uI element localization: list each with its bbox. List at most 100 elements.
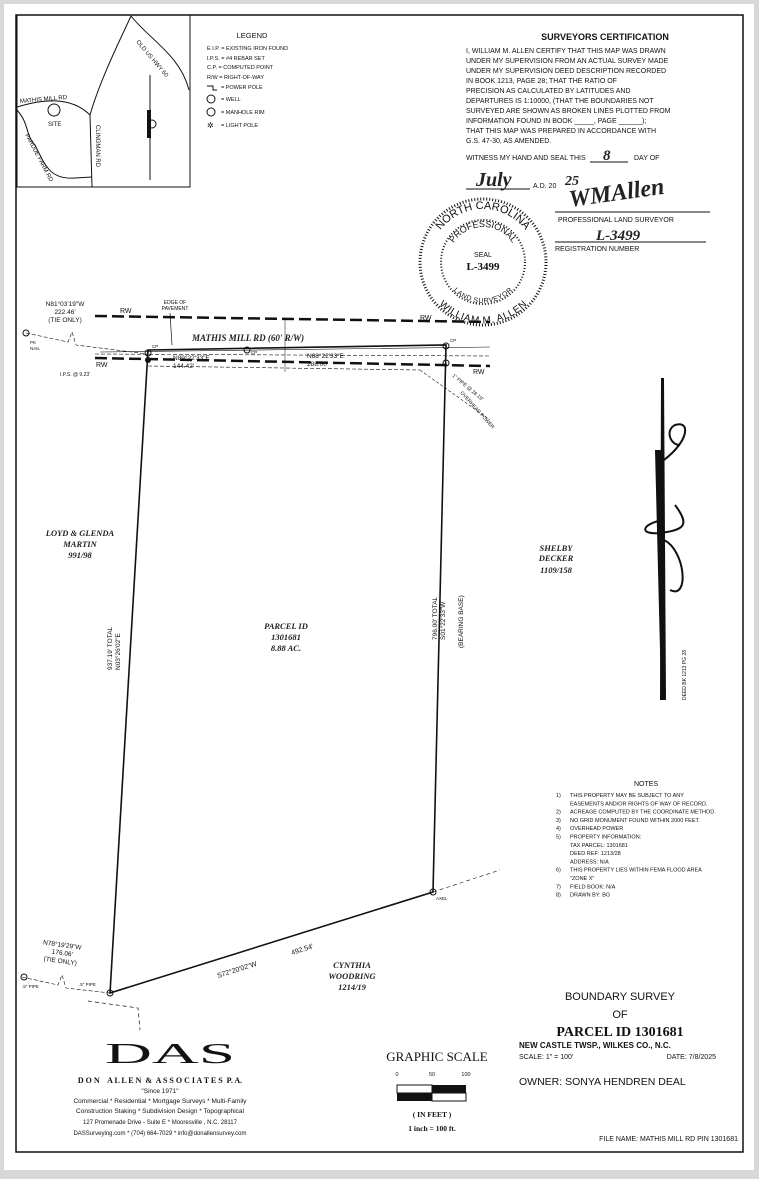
legend-item: = MANHOLE RIM [221, 110, 265, 116]
cert-line: UNDER MY SUPERVISION DEED DESCRIPTION RE… [466, 68, 666, 75]
note-number: 3) [556, 818, 561, 824]
scale-tick: 0 [395, 1072, 398, 1078]
tie-bearing: N81°03'19"W [46, 300, 86, 308]
note-text: ADDRESS: N/A [570, 859, 609, 865]
note-number: 6) [556, 868, 561, 874]
note-text: TAX PARCEL: 1301681 [570, 843, 628, 849]
distance-label: 144.42' [173, 363, 194, 370]
axel-label: AXEL [436, 896, 448, 901]
note-text: "ZONE X" [570, 876, 594, 882]
registration-value: L-3499 [595, 228, 641, 244]
title-date: DATE: 7/8/2025 [667, 1054, 716, 1061]
scale-tick: 100 [461, 1072, 470, 1078]
scale-units: ( IN FEET ) [413, 1110, 452, 1119]
legend: LEGEND E.I.P. = EXISTING IRON FOUND I.P.… [206, 31, 288, 130]
legend-item: C.P. = COMPUTED POINT [207, 65, 274, 71]
adjoiner-deed: 991/98 [68, 550, 92, 560]
road-label: CLINGMAN RD [94, 125, 100, 168]
note-number: 8) [556, 893, 561, 899]
bearing-label: N03°26'02"E [114, 632, 122, 670]
note-text: PROPERTY INFORMATION: [570, 835, 642, 841]
company-since: "Since 1971" [141, 1088, 179, 1095]
pipe-label: .5" PIPE [79, 982, 96, 987]
site-label: SITE [48, 122, 61, 128]
rw-label: RW [420, 315, 432, 322]
cert-line: I, WILLIAM M. ALLEN CERTIFY THAT THIS MA… [466, 48, 666, 55]
parcel-id: 1301681 [271, 632, 301, 642]
bearing-label: N88°22'33"E [307, 352, 345, 360]
scale-tick: 50 [429, 1072, 435, 1078]
title-block: BOUNDARY SURVEY OF PARCEL ID 1301681 NEW… [519, 991, 738, 1143]
edge-of-pavement-label: EDGE OF [164, 300, 187, 306]
company-logo: DAS [105, 1039, 235, 1070]
company-services: Construction Staking * Subdivision Desig… [76, 1108, 244, 1115]
day-value: 8 [603, 148, 611, 164]
note-number: 5) [556, 835, 561, 841]
cp-label: CP [251, 350, 257, 355]
distance-label: 288.00' [307, 361, 328, 368]
right-of-way-line [94, 314, 491, 324]
note-text: DEED REF: 1213/28 [570, 851, 621, 857]
adjoiner-owner: LOYD & GLENDA [45, 528, 115, 538]
adjoiner-owner: CYNTHIA [333, 960, 371, 970]
file-name: FILE NAME: MATHIS MILL RD PIN 1301681 [599, 1136, 738, 1143]
title-line: BOUNDARY SURVEY [565, 991, 676, 1003]
notes: NOTES 1)THIS PROPERTY MAY BE SUBJECT TO … [556, 781, 716, 899]
note-number: 4) [556, 826, 561, 832]
bearing-base-label: (BEARING BASE) [458, 595, 465, 648]
legend-item: = LIGHT POLE [221, 123, 258, 129]
pipe-label: .5" PIPE [22, 984, 39, 989]
cert-line: THAT THIS MAP WAS PREPARED IN ACCORDANCE… [466, 128, 656, 135]
note-number: 7) [556, 884, 561, 890]
north-arrow-icon: DEED BK 1213 PG 28 [644, 378, 688, 700]
well-icon [206, 94, 216, 104]
site-marker-icon [47, 103, 61, 117]
ips-label: I.P.S. @ 9.23' [60, 372, 90, 378]
tie-note: (TIE ONLY) [43, 956, 77, 968]
registration-label: REGISTRATION NUMBER [555, 246, 639, 253]
rw-label: RW [473, 369, 485, 376]
certification-title: SURVEYORS CERTIFICATION [541, 32, 669, 42]
manhole-icon [206, 107, 216, 117]
note-number: 2) [556, 810, 561, 816]
witness-text: WITNESS MY HAND AND SEAL THIS [466, 155, 586, 162]
company-block: DAS D O N A L L E N & A S S O C I A T E … [73, 1039, 247, 1137]
parcel-acreage: 8.88 AC. [271, 643, 301, 653]
pavement-pointer [169, 312, 173, 346]
adjoiner-deed: 1214/19 [338, 982, 367, 992]
graphic-scale: GRAPHIC SCALE 0 50 100 ( IN FEET ) 1 inc… [386, 1049, 488, 1133]
cert-line: PRECISION AS CALCULATED BY LATITUDES AND [466, 88, 631, 95]
parcel-label: PARCEL ID [264, 621, 308, 631]
scale-ratio: 1 inch = 100 ft. [408, 1124, 456, 1133]
distance-label: 796.00' TOTAL [432, 596, 439, 640]
legend-item: E.I.P. = EXISTING IRON FOUND [207, 46, 288, 52]
bearing-label: S01°22'33"W [439, 601, 447, 640]
north-arrow-icon [147, 75, 157, 180]
notes-title: NOTES [634, 781, 658, 788]
right-of-way-line [94, 356, 491, 368]
legend-item: R/W = RIGHT-OF-WAY [207, 75, 264, 81]
note-text: THIS PROPERTY LIES WITHIN FEMA FLOOD ARE… [570, 868, 702, 874]
pk-nail-label: PK [30, 340, 36, 345]
cp-label: CP [152, 344, 158, 349]
distance-label: 937.19' TOTAL [107, 626, 114, 670]
seal-text: SEAL [474, 252, 492, 259]
company-name: D O N A L L E N & A S S O C I A T E S P.… [78, 1076, 242, 1085]
road-name: MATHIS MILL RD (60' R/W) [191, 333, 304, 343]
title-line: OF [612, 1009, 628, 1021]
company-contact: DASSurveying.com * (704) 664-7029 * info… [73, 1131, 246, 1137]
cert-line: INFORMATION FOUND IN BOOK _____, PAGE __… [466, 118, 646, 125]
adjoiner-owner: WOODRING [328, 971, 376, 981]
legend-item: = WELL [221, 97, 241, 103]
note-number: 1) [556, 793, 561, 799]
light-pole-icon: ✲ [207, 121, 214, 130]
note-text: NO GRID MONUMENT FOUND WITHIN 2000 FEET. [570, 818, 700, 824]
note-text: DRAWN BY: BG [570, 893, 610, 899]
day-of-text: DAY OF [634, 155, 659, 162]
title-scale: SCALE: 1" = 100' [519, 1054, 573, 1061]
legend-item: = POWER POLE [221, 85, 263, 91]
note-text: ACREAGE COMPUTED BY THE COORDINATE METHO… [570, 810, 716, 816]
legend-item: I.P.S. = #4 REBAR SET [207, 56, 265, 62]
adjoiner-owner: DECKER [538, 553, 574, 563]
